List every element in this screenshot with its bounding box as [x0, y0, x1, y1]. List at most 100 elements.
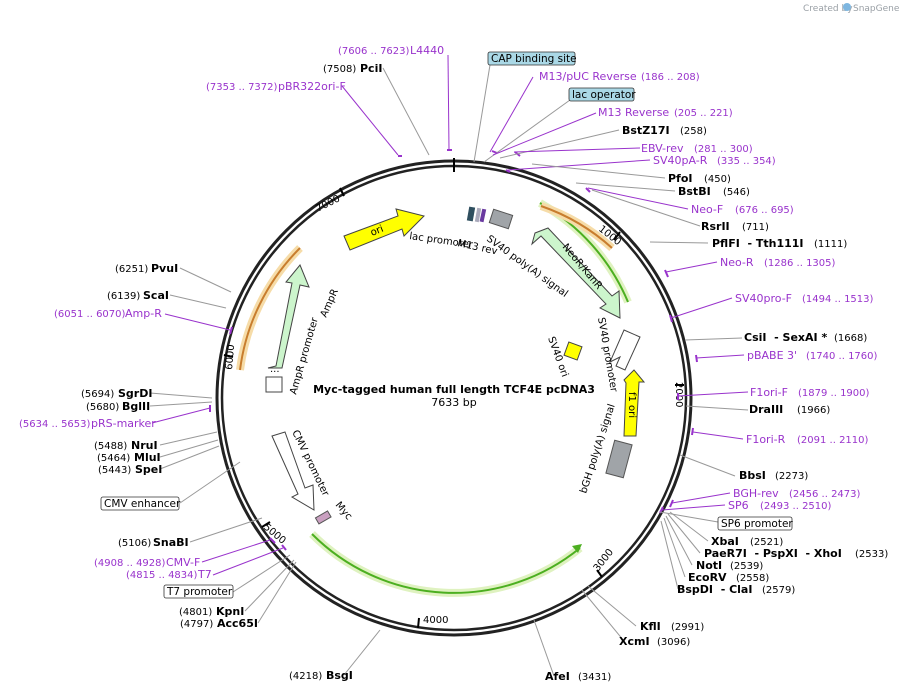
primer-bgh-pos: (2456 .. 2473) — [789, 489, 861, 500]
leader-m13puc — [489, 76, 534, 153]
site-pvui-name: PvuI — [151, 262, 178, 275]
leader-nrui — [159, 431, 218, 446]
tcf4e-orf-arrowhead — [572, 544, 582, 553]
site-bsgi-pos: (4218) — [289, 671, 322, 682]
site-sgrdi-name: SgrDI — [118, 387, 152, 400]
leader-sv40pro — [670, 297, 733, 319]
site-pfoi-name: PfoI — [668, 172, 693, 185]
primer-neor-name: Neo-R — [720, 256, 754, 269]
plasmid-title: Myc-tagged human full length TCF4E pcDNA… — [313, 383, 595, 396]
leader-ebv — [513, 147, 641, 153]
primer-marks — [209, 149, 698, 551]
leader-sgrdi — [149, 392, 213, 399]
leader-afei — [533, 619, 555, 677]
cmv-promoter-feature — [271, 431, 315, 511]
sv40-promoter-feature — [608, 329, 641, 371]
primer-sv40pro-pos: (1494 .. 1513) — [802, 294, 874, 305]
leader-xcmi — [581, 589, 625, 642]
site-ecorv-pos: (2558) — [736, 573, 769, 584]
primer-f1orir-name: F1ori-R — [746, 433, 786, 446]
leader-f1orir — [692, 431, 744, 440]
cap-binding-site-feature — [466, 206, 476, 222]
leader-rsrii — [591, 189, 701, 227]
site-csii-pos: (1668) — [834, 333, 867, 344]
cmv-enhancer-box — [100, 496, 180, 511]
primer-f1orif-pos: (1879 .. 1900) — [798, 388, 870, 399]
site-bbsi-pos: (2273) — [775, 471, 808, 482]
primer-ebv-pos: (281 .. 300) — [694, 144, 753, 155]
sp6-promoter-box — [717, 516, 793, 531]
site-paer7i-pos: (2533) — [855, 549, 888, 560]
sp6-promoter-text: SP6 promoter — [721, 518, 793, 530]
tcf4e-orf-glow — [309, 531, 583, 597]
leader-csii — [684, 337, 743, 341]
leader-t7-promoter — [232, 554, 291, 593]
leader-kfli — [587, 585, 637, 627]
primer-prs-pos: (5634 .. 5653) — [19, 419, 91, 430]
site-noti-name: NotI — [696, 559, 722, 572]
leader-paer7i — [667, 513, 701, 554]
site-rsrii-name: RsrII — [701, 220, 730, 233]
lac-operator-box — [568, 87, 635, 102]
primer-m13rev-name: M13 Reverse — [598, 106, 669, 119]
primer-cmvf-name: CMV-F — [166, 556, 200, 569]
cmv-enhancer-text: CMV enhancer — [104, 498, 181, 510]
tick-label-3000: 3000 — [592, 547, 616, 574]
center-label: Myc-tagged human full length TCF4E pcDNA… — [313, 383, 595, 409]
primer-mark-cmvf — [269, 537, 276, 544]
leader-m13rev — [492, 112, 597, 156]
site-bstz17i-name: BstZ17I — [622, 124, 670, 137]
leader-l4440 — [447, 54, 450, 151]
lac-operator-text: lac operator — [572, 89, 636, 101]
leader-bgh — [671, 492, 731, 504]
leader-sv40pa — [507, 159, 651, 171]
leader-prs — [151, 407, 211, 424]
site-csii-name: CsiI - SexAI * — [744, 331, 827, 344]
leader-bsgi — [343, 629, 381, 676]
primer-neor-pos: (1286 .. 1305) — [764, 258, 836, 269]
bgh-polya-feature — [605, 439, 633, 479]
ampr-ellipsis: ... — [270, 364, 280, 375]
site-pvui-pos: (6251) — [115, 264, 148, 275]
site-pflfi-pos: (1111) — [814, 239, 847, 250]
leader-bbsi — [679, 454, 736, 477]
primer-sv40pa-pos: (335 .. 354) — [717, 156, 776, 167]
sites-right: BstZ17I (258) PfoI (450) BstBI (546) Rsr… — [545, 124, 888, 683]
site-bspdi-pos: (2579) — [762, 585, 795, 596]
leader-bstz17i — [499, 129, 620, 159]
leader-lac-op — [483, 99, 571, 163]
primer-mark-neof — [585, 187, 591, 193]
leader-pbr322 — [341, 85, 399, 156]
primers-left: (7606 .. 7623) L4440 (7353 .. 7372) pBR3… — [19, 44, 444, 581]
tick-7000 — [339, 187, 345, 197]
leader-bstbi — [575, 182, 676, 192]
leader-acc65i — [257, 561, 297, 624]
tick-label-6000: 6000 — [224, 344, 237, 370]
tick-4000 — [417, 617, 420, 629]
neo-orf-top-line — [540, 205, 613, 249]
primer-pbr322-name: pBR322ori-F — [278, 80, 346, 93]
cap-binding-site-box — [487, 51, 576, 66]
site-draiii-name: DraIII — [749, 403, 783, 416]
leader-pcii — [382, 67, 430, 156]
site-pfoi-pos: (450) — [704, 174, 731, 185]
tick-5000 — [261, 521, 271, 528]
primer-mark-ampr — [229, 326, 233, 335]
primer-neof-pos: (676 .. 695) — [735, 205, 794, 216]
primer-bgh-name: BGH-rev — [733, 487, 779, 500]
site-bstbi-pos: (546) — [723, 187, 750, 198]
site-kfli-name: KflI — [640, 620, 661, 633]
leader-lines — [149, 54, 749, 677]
sv40-polya-feature — [488, 208, 514, 230]
primer-sp6-pos: (2493 .. 2510) — [760, 501, 832, 512]
sv40-ori-feature — [563, 341, 583, 361]
ori-feature — [343, 208, 425, 251]
site-xcmi-name: XcmI — [619, 635, 650, 648]
leader-cmv-enhancer — [179, 461, 241, 504]
watermark-brand: SnapGene — [853, 4, 900, 14]
f1-ori-label: f1 ori — [626, 392, 637, 418]
leader-snabi — [189, 517, 263, 543]
leader-ampr — [164, 313, 231, 331]
snapgene-logo-icon — [843, 3, 851, 11]
primer-ampr-name: Amp-R — [125, 307, 162, 320]
